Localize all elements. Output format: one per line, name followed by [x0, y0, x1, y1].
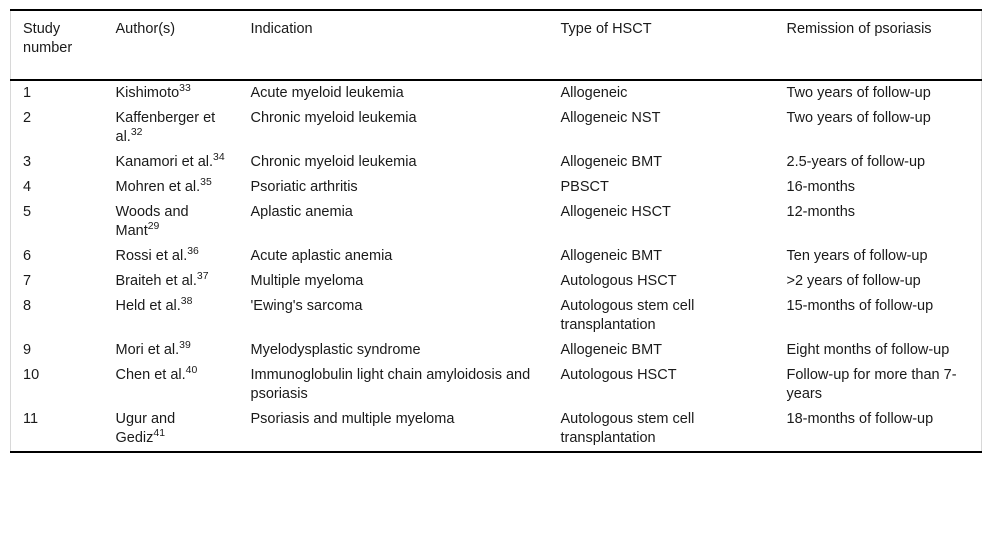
- author-reference-superscript: 34: [213, 152, 225, 164]
- table-row: 8 Held et al.38 'Ewing's sarcoma Autologous…: [11, 294, 982, 338]
- author-name: Held et al.: [115, 298, 181, 314]
- cell-type-of-hsct: PBSCT: [560, 179, 609, 195]
- author-name: Mohren et al.: [115, 179, 201, 195]
- cell-remission: 12-months: [786, 204, 856, 220]
- cell-study-number: 9: [23, 342, 32, 358]
- cell-author: Held et al.38: [104, 294, 239, 338]
- cell-type-of-hsct: Autologous HSCT: [560, 273, 677, 289]
- author-name: Rossi et al.: [115, 248, 188, 264]
- cell-indication: Acute aplastic anemia: [250, 248, 393, 264]
- author-reference-superscript: 35: [200, 177, 212, 189]
- table-row: 9 Mori et al.39 Myelodysplastic syndrome Al…: [11, 338, 982, 363]
- author-name: Ugur and Gediz: [115, 411, 176, 446]
- cell-study-number: 4: [23, 179, 32, 195]
- cell-author: Kishimoto33: [104, 80, 239, 106]
- cell-remission: 18-months of follow-up: [786, 411, 934, 427]
- author-reference-superscript: 32: [130, 127, 143, 139]
- cell-indication: 'Ewing's sarcoma: [250, 298, 363, 314]
- cell-study-number: 1: [23, 85, 32, 101]
- cell-indication: Psoriatic arthritis: [250, 179, 358, 195]
- cell-type-of-hsct: Autologous stem cell transplantation: [560, 298, 695, 333]
- cell-author: Kanamori et al.34: [104, 150, 239, 175]
- table-row: 4 Mohren et al.35 Psoriatic arthritis PBSCT…: [11, 175, 982, 200]
- table-row: 11 Ugur and Gediz41 Psoriasis and multiple…: [10, 407, 982, 452]
- cell-remission: Eight months of follow-up: [786, 342, 950, 358]
- author-name: Kishimoto: [115, 85, 180, 101]
- cell-remission: Two years of follow-up: [786, 110, 931, 126]
- author-reference-superscript: 37: [196, 271, 209, 283]
- author-reference-superscript: 40: [185, 365, 198, 377]
- author-name: Chen et al.: [115, 367, 186, 383]
- column-header-remission: Remission of psoriasis: [786, 21, 932, 37]
- cell-study-number: 7: [23, 273, 32, 289]
- cell-remission: 2.5-years of follow-up: [786, 154, 926, 170]
- table-row: 10 Chen et al.40 Immunoglobulin light chai…: [11, 363, 982, 407]
- column-header-study-number: Study number: [23, 21, 73, 56]
- cell-indication: Myelodysplastic syndrome: [250, 342, 421, 358]
- cell-remission: Ten years of follow-up: [786, 248, 928, 264]
- study-table-container: Study number Author(s) Indication Type o…: [10, 9, 982, 453]
- cell-study-number: 3: [23, 154, 32, 170]
- cell-author: Kaffenberger et al.32: [104, 106, 239, 150]
- cell-author: Rossi et al.36: [104, 244, 239, 269]
- author-name: Kanamori et al.: [115, 154, 214, 170]
- cell-type-of-hsct: Allogeneic BMT: [560, 248, 663, 264]
- cell-indication: Chronic myeloid leukemia: [250, 154, 417, 170]
- table-header-row: Study number Author(s) Indication Type o…: [10, 10, 982, 80]
- table-row: 6 Rossi et al.36 Acute aplastic anemia Allo…: [11, 244, 982, 269]
- column-header-indication: Indication: [250, 21, 313, 37]
- table-row: 7 Braiteh et al.37 Multiple myeloma Autolog…: [11, 269, 982, 294]
- study-table: Study number Author(s) Indication Type o…: [10, 9, 982, 453]
- table-row: 2 Kaffenberger et al.32 Chronic myeloid le…: [11, 106, 982, 150]
- cell-study-number: 8: [23, 298, 32, 314]
- cell-indication: Psoriasis and multiple myeloma: [250, 411, 455, 427]
- author-reference-superscript: 36: [187, 246, 199, 258]
- cell-type-of-hsct: Allogeneic HSCT: [560, 204, 671, 220]
- author-name: Mori et al.: [115, 342, 180, 358]
- cell-indication: Chronic myeloid leukemia: [250, 110, 417, 126]
- cell-indication: Immunoglobulin light chain amyloidosis a…: [250, 367, 531, 402]
- cell-study-number: 2: [23, 110, 32, 126]
- cell-study-number: 10: [23, 367, 40, 383]
- cell-remission: 16-months: [786, 179, 856, 195]
- cell-type-of-hsct: Allogeneic: [560, 85, 628, 101]
- cell-author: Mori et al.39: [104, 338, 239, 363]
- author-reference-superscript: 39: [179, 340, 191, 352]
- cell-type-of-hsct: Autologous stem cell transplantation: [560, 411, 695, 446]
- cell-type-of-hsct: Allogeneic NST: [560, 110, 661, 126]
- cell-remission: 15-months of follow-up: [786, 298, 934, 314]
- cell-author: Braiteh et al.37: [104, 269, 239, 294]
- cell-author: Mohren et al.35: [104, 175, 239, 200]
- author-reference-superscript: 29: [147, 221, 160, 233]
- cell-indication: Multiple myeloma: [250, 273, 364, 289]
- cell-type-of-hsct: Autologous HSCT: [560, 367, 677, 383]
- table-header: Study number Author(s) Indication Type o…: [10, 10, 982, 80]
- cell-remission: Follow-up for more than 7-years: [786, 367, 957, 402]
- table-row: 1 Kishimoto33 Acute myeloid leukemia Alloge…: [11, 80, 982, 106]
- cell-study-number: 6: [23, 248, 32, 264]
- column-header-type-of-hsct: Type of HSCT: [560, 21, 652, 37]
- cell-author: Ugur and Gediz41: [104, 407, 239, 452]
- author-reference-superscript: 38: [180, 296, 193, 308]
- table-row: 5 Woods and Mant29 Aplastic anemia Allogene…: [11, 200, 982, 244]
- author-name: Woods and Mant: [115, 204, 189, 239]
- author-reference-superscript: 41: [153, 428, 166, 440]
- cell-type-of-hsct: Allogeneic BMT: [560, 154, 663, 170]
- cell-author: Woods and Mant29: [104, 200, 239, 244]
- cell-indication: Acute myeloid leukemia: [250, 85, 404, 101]
- cell-type-of-hsct: Allogeneic BMT: [560, 342, 663, 358]
- cell-remission: Two years of follow-up: [786, 85, 931, 101]
- cell-remission: >2 years of follow-up: [786, 273, 921, 289]
- column-header-authors: Author(s): [115, 21, 176, 37]
- author-name: Braiteh et al.: [115, 273, 197, 289]
- cell-indication: Aplastic anemia: [250, 204, 353, 220]
- cell-study-number: 5: [23, 204, 32, 220]
- author-name: Kaffenberger et al.: [115, 110, 216, 145]
- cell-author: Chen et al.40: [104, 363, 239, 407]
- table-row: 3 Kanamori et al.34 Chronic myeloid leukem…: [11, 150, 982, 175]
- author-reference-superscript: 33: [179, 83, 191, 95]
- cell-study-number: 11: [23, 411, 39, 427]
